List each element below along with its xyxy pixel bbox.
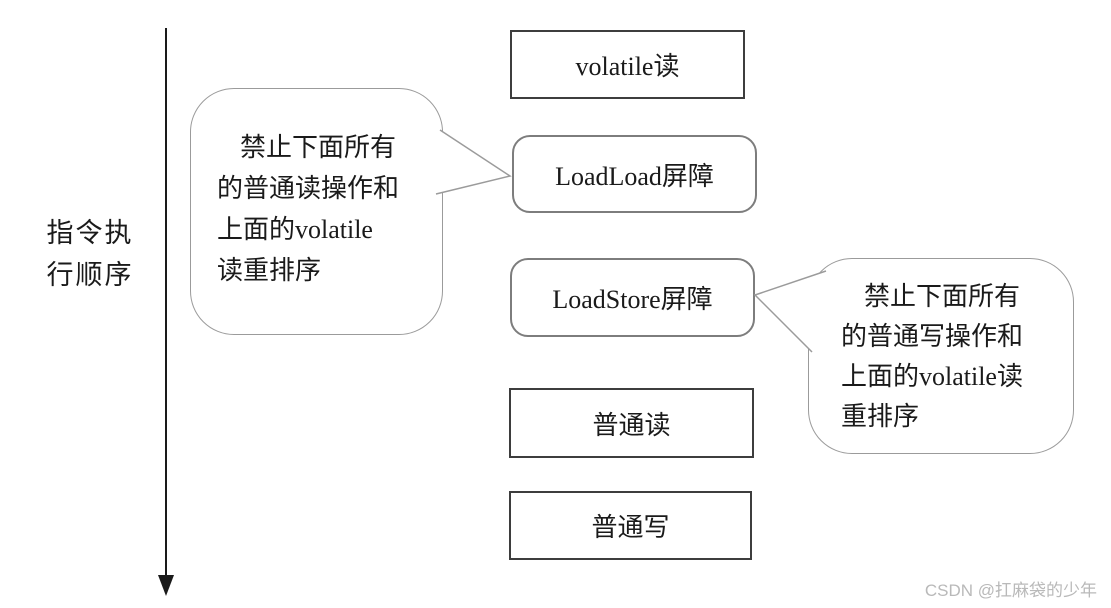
callout-loadstore-line2: 的普通写操作和 <box>841 322 1024 351</box>
node-normal-write-label: 普通写 <box>591 513 670 542</box>
execution-order-label-line1: 指令执 <box>46 218 134 248</box>
callout-loadload: 禁止下面所有 的普通读操作和 上面的volatile 读重排序 <box>190 88 443 335</box>
callout-loadstore-line1: 禁止下面所有 <box>864 282 1021 311</box>
node-normal-read: 普通读 <box>509 388 754 458</box>
watermark-text: CSDN @扛麻袋的少年 <box>924 581 1097 600</box>
node-volatile-read-label: volatile读 <box>575 52 680 81</box>
callout-loadload-pointer-fill <box>436 130 510 194</box>
callout-loadload-line4: 读重排序 <box>217 256 322 285</box>
node-loadload-barrier-label: LoadLoad屏障 <box>555 161 714 191</box>
callout-loadload-line3: 上面的volatile <box>217 215 373 244</box>
callout-loadload-line2: 的普通读操作和 <box>217 174 400 203</box>
node-volatile-read: volatile读 <box>510 30 745 99</box>
node-loadload-barrier: LoadLoad屏障 <box>512 135 757 213</box>
down-arrowhead-icon <box>158 575 174 596</box>
node-loadstore-barrier: LoadStore屏障 <box>510 258 755 337</box>
execution-order-label-line2: 行顺序 <box>46 260 134 290</box>
node-loadstore-barrier-label: LoadStore屏障 <box>552 285 713 314</box>
execution-order-label: 指令执 行顺序 <box>28 212 152 296</box>
callout-loadload-pointer <box>435 129 512 195</box>
node-normal-write: 普通写 <box>509 491 752 560</box>
callout-loadload-line1: 禁止下面所有 <box>240 133 397 162</box>
node-normal-read-label: 普通读 <box>592 410 671 440</box>
callout-loadstore-line3: 上面的volatile读 <box>841 362 1023 391</box>
callout-loadstore-line4: 重排序 <box>841 402 920 431</box>
callout-loadstore: 禁止下面所有 的普通写操作和 上面的volatile读 重排序 <box>808 258 1074 454</box>
